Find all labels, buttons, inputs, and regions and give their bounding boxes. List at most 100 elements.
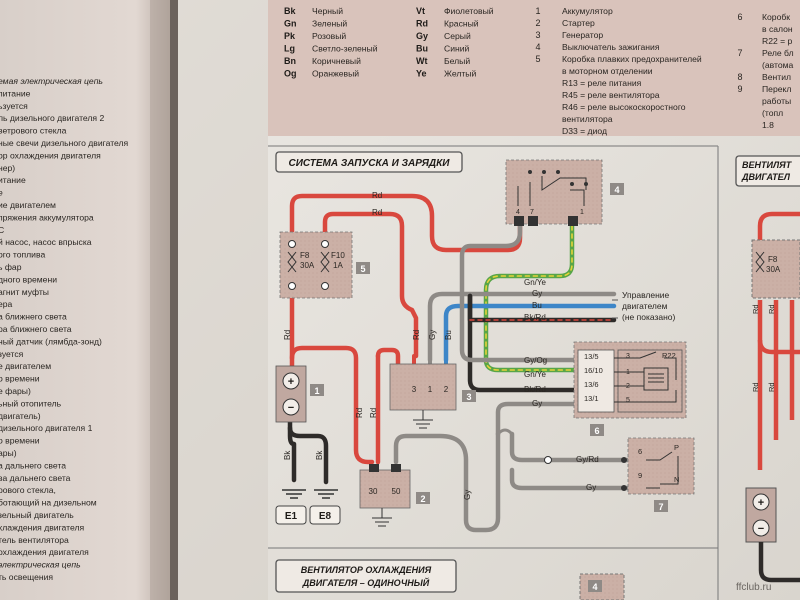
svg-text:Rd: Rd: [355, 408, 364, 418]
color-name: Коричневый: [312, 56, 361, 66]
svg-text:(не показано): (не показано): [622, 312, 676, 322]
ground-e1: E1: [275, 489, 307, 525]
svg-text:Rd: Rd: [412, 330, 421, 340]
svg-text:P: P: [674, 443, 679, 452]
component-text: Выключатель зажигания: [562, 42, 660, 52]
svg-text:4: 4: [592, 582, 597, 592]
left-page-line: ьный отопитель: [0, 398, 62, 408]
svg-text:3: 3: [466, 392, 471, 402]
left-page-line: электрическая цепь: [0, 560, 81, 570]
svg-text:Rd: Rd: [767, 304, 776, 314]
svg-text:Gy: Gy: [532, 289, 542, 298]
svg-text:F10: F10: [331, 251, 345, 260]
color-code: Pk: [284, 31, 296, 41]
wire-rd-1: [289, 193, 523, 253]
left-page-line: е двигателем: [0, 361, 51, 371]
svg-text:13/5: 13/5: [584, 352, 599, 361]
left-page-line: емая электрическая цепь: [0, 76, 103, 86]
color-name: Белый: [444, 56, 470, 66]
color-code: Bn: [284, 56, 296, 66]
svg-text:Bk/Rd: Bk/Rd: [524, 313, 546, 322]
component-text: (автома: [762, 60, 794, 70]
color-code: Og: [284, 69, 297, 79]
component-text: в моторном отделении: [562, 66, 653, 76]
svg-text:N: N: [674, 475, 679, 484]
color-code: Bu: [416, 44, 428, 54]
fuse-box: F8 30A F10 1A 5: [279, 231, 370, 299]
color-name: Желтый: [444, 69, 476, 79]
color-code: Gn: [284, 19, 297, 29]
svg-text:50: 50: [392, 487, 401, 496]
svg-text:Bk: Bk: [315, 450, 324, 460]
left-page-text: емая электрическая цепьпитаниеьзуетсяль …: [0, 76, 129, 582]
svg-text:−: −: [758, 523, 764, 535]
wire-bu: [443, 303, 617, 363]
svg-text:16/10: 16/10: [584, 366, 603, 375]
component-text: R46 = реле высокоскоростного: [562, 102, 686, 112]
left-page-line: е фары): [0, 386, 31, 396]
left-page-line: рового стекла,: [0, 485, 56, 495]
left-page-line: ьзуется: [0, 101, 28, 111]
svg-text:Rd: Rd: [751, 304, 760, 314]
right-partial-diagram: ВЕНТИЛЯТ ДВИГАТЕЛ F8 30A Rd Rd Rd Rd + −: [735, 155, 800, 583]
color-code: Gy: [416, 31, 428, 41]
svg-text:3: 3: [626, 353, 630, 360]
svg-text:13/1: 13/1: [584, 394, 599, 403]
component-number: 7: [737, 48, 742, 58]
svg-text:1: 1: [314, 386, 319, 396]
svg-text:Bk/Rd: Bk/Rd: [524, 385, 546, 394]
left-page-line: итание: [0, 175, 26, 185]
component-number: 5: [535, 54, 540, 64]
wire-bk-2: [287, 425, 329, 485]
left-page-line: охлаждения двигателя: [0, 547, 89, 557]
svg-text:7: 7: [530, 209, 534, 216]
left-page-line: хлаждения двигателя: [0, 522, 84, 532]
component-text: Вентил: [762, 72, 791, 82]
svg-text:Bk: Bk: [283, 450, 292, 460]
svg-text:1A: 1A: [333, 261, 343, 270]
left-page-line: о времени: [0, 436, 40, 446]
svg-text:5: 5: [626, 397, 630, 404]
svg-text:Rd: Rd: [767, 382, 776, 392]
component-number: 3: [535, 30, 540, 40]
svg-text:7: 7: [658, 502, 663, 512]
svg-text:Gy: Gy: [586, 483, 596, 492]
svg-text:1: 1: [580, 209, 584, 216]
svg-text:Управление: Управление: [622, 290, 670, 300]
starter-relay: 6 9 P N 7: [544, 437, 695, 512]
component-text: работы: [762, 96, 791, 106]
left-page-line: ары): [0, 448, 17, 458]
left-page-line: а дальнего света: [0, 460, 66, 470]
component-text: Генератор: [562, 30, 603, 40]
svg-text:3: 3: [412, 385, 417, 394]
svg-text:+: +: [288, 376, 294, 388]
wire-rd-5: [375, 347, 401, 367]
color-code: Rd: [416, 19, 428, 29]
color-code: Ye: [416, 69, 427, 79]
left-page-line: е: [0, 188, 3, 198]
color-code: Wt: [416, 56, 428, 66]
diagram-title: СИСТЕМА ЗАПУСКА И ЗАРЯДКИ: [275, 151, 463, 173]
component-text: R22 = р: [762, 36, 793, 46]
svg-text:R22: R22: [662, 351, 676, 360]
color-name: Светло-зеленый: [312, 44, 378, 54]
svg-text:−: −: [288, 402, 294, 414]
watermark: ffclub.ru: [736, 582, 771, 593]
svg-text:E8: E8: [319, 511, 332, 522]
component-number: 1: [535, 6, 540, 16]
svg-text:Rd: Rd: [369, 408, 378, 418]
color-name: Розовый: [312, 31, 346, 41]
wire-gy-3: [509, 467, 631, 491]
component-number: 2: [535, 18, 540, 28]
svg-text:6: 6: [594, 426, 599, 436]
left-page-line: ь фар: [0, 262, 22, 272]
color-name: Красный: [444, 19, 479, 29]
component-text: (топл: [762, 108, 783, 118]
svg-text:+: +: [758, 497, 764, 509]
svg-text:Gy: Gy: [428, 330, 437, 340]
left-page-line: ный датчик (лямбда-зонд): [0, 336, 102, 346]
